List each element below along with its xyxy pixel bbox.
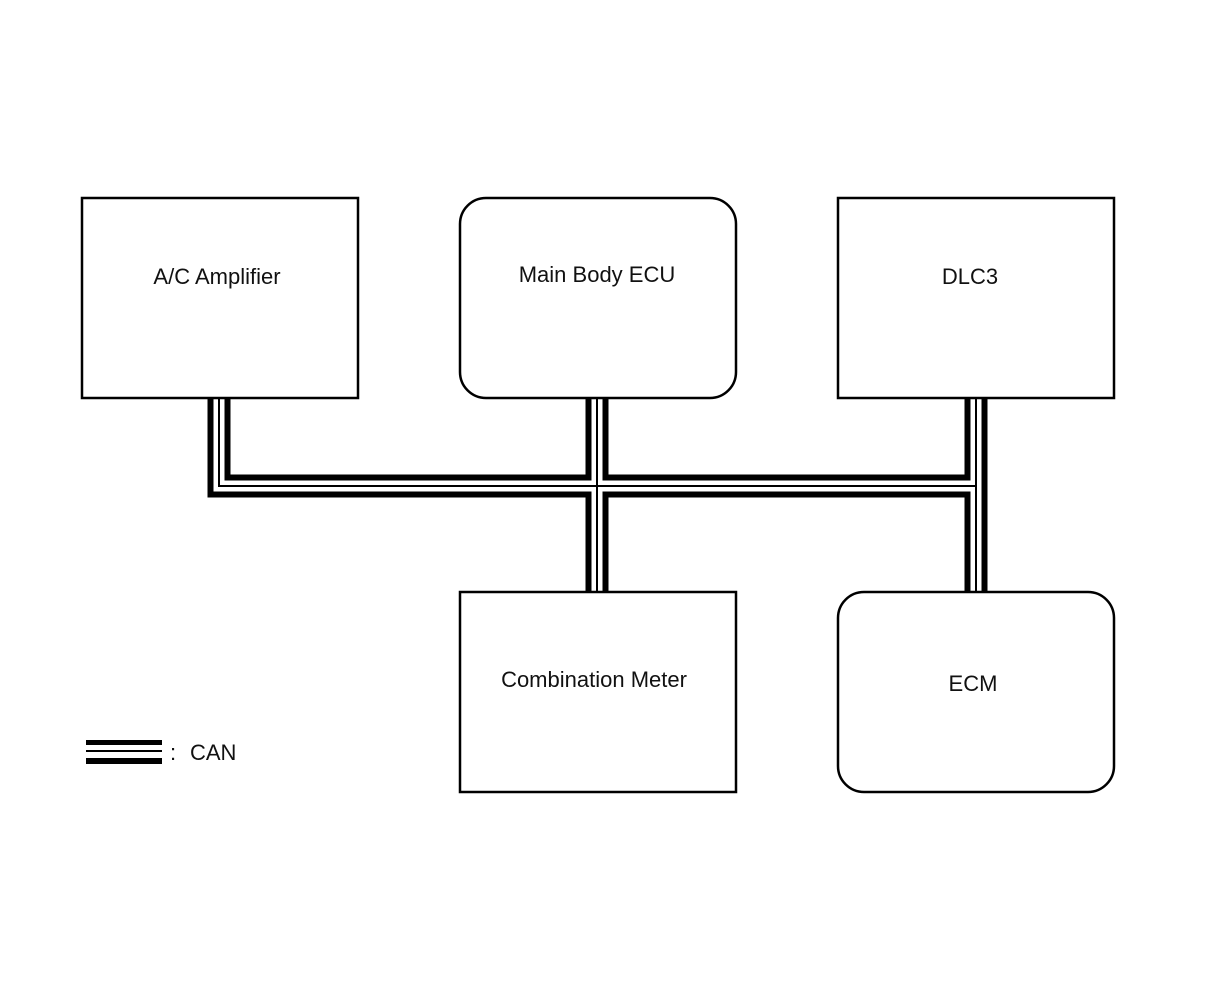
main-body-ecu-node: Main Body ECU xyxy=(458,196,738,400)
main-body-ecu-label: Main Body ECU xyxy=(519,262,676,287)
combination-meter-label: Combination Meter xyxy=(501,667,687,692)
ac-amplifier-node: A/C Amplifier xyxy=(80,196,360,400)
ac-amplifier-label: A/C Amplifier xyxy=(153,264,280,289)
ecm-node: ECM xyxy=(836,590,1116,794)
dlc3-label: DLC3 xyxy=(942,264,998,289)
legend-separator: : xyxy=(170,740,176,765)
legend: : CAN xyxy=(86,740,236,765)
legend-can-label: CAN xyxy=(190,740,236,765)
ecm-label: ECM xyxy=(949,671,998,696)
can-bus-wiring xyxy=(207,398,988,592)
combination-meter-node: Combination Meter xyxy=(458,590,738,794)
dlc3-node: DLC3 xyxy=(836,196,1116,400)
can-line-legend-icon xyxy=(86,740,162,764)
